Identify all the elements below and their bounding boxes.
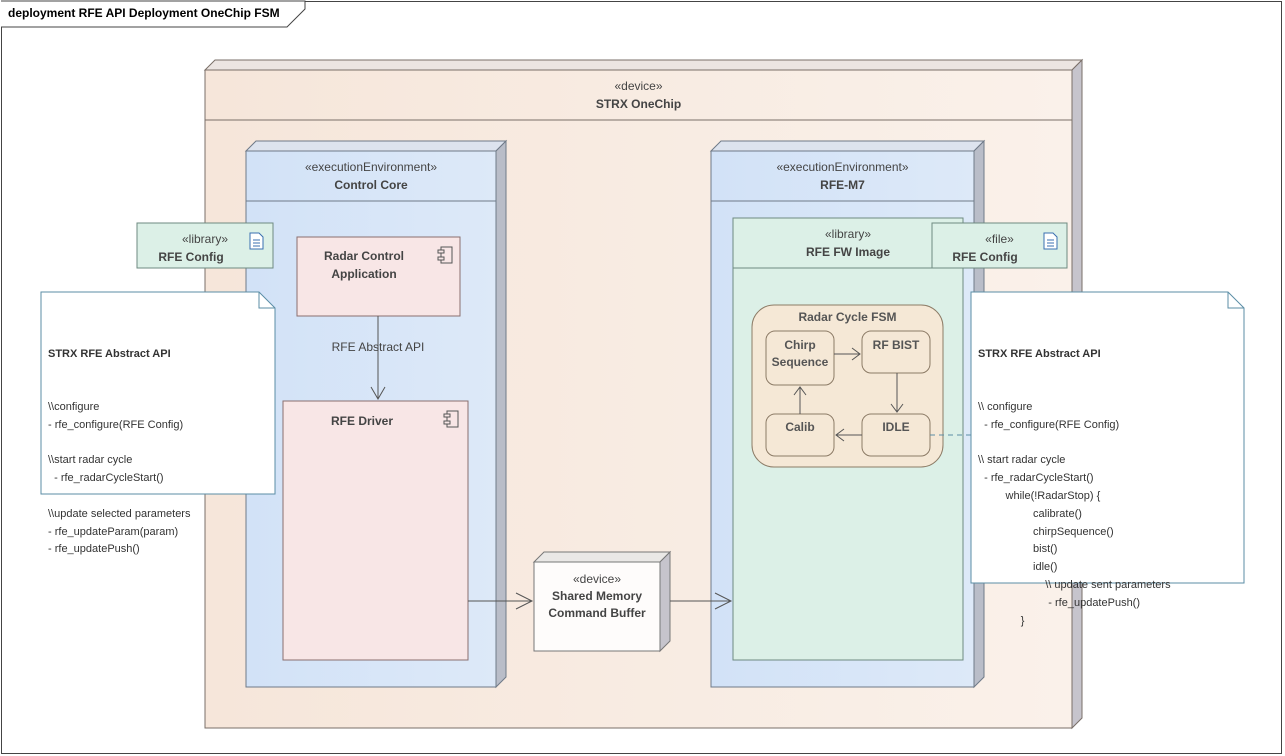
rfe-m7-env: «executionEnvironment» RFE-M7 (711, 158, 974, 198)
state-chirp-line1: Chirp (784, 338, 816, 352)
state-idle: IDLE (882, 420, 910, 434)
note-line: - rfe_radarCycleStart() (978, 472, 1094, 485)
control-core-stereotype: «executionEnvironment» (304, 160, 438, 174)
note-line: bist() (978, 543, 1058, 556)
note-line: - rfe_configure(RFE Config) (978, 418, 1120, 431)
note-line: while(!RadarStop) { (978, 489, 1101, 502)
note-right-title: STRX RFE Abstract API (978, 347, 1101, 360)
state-chirp-box (765, 330, 835, 386)
rfe-fw-image-name: RFE FW Image (805, 245, 890, 259)
radar-control-app-line2: Application (331, 267, 397, 281)
note-left-body: \\configure - rfe_configure(RFE Config) \\… (48, 399, 190, 559)
note-line (48, 488, 190, 506)
rfe-config-library: «library» RFE Config (137, 223, 273, 268)
note-line: idle() (978, 561, 1058, 574)
note-left: STRX RFE Abstract API \\configure - rfe_c… (48, 310, 190, 577)
note-line (48, 435, 190, 453)
note-line: \\update selected parameters (48, 507, 191, 520)
note-line: chirpSequence() (978, 525, 1114, 538)
note-right-shape (970, 291, 1245, 584)
control-core-env: «executionEnvironment» Control Core (246, 158, 496, 198)
fsm-transitions (793, 347, 904, 442)
connectors (370, 316, 733, 610)
state-calib: Calib (785, 420, 815, 434)
shared-memory-stereotype: «device» (572, 572, 622, 586)
note-line: \\ configure (978, 400, 1033, 413)
frame-title-tab (1, 0, 306, 28)
radar-cycle-fsm-title: Radar Cycle FSM (798, 310, 897, 324)
note-line: calibrate() (978, 507, 1082, 520)
rfe-fw-image: «library» RFE FW Image (733, 225, 963, 265)
rfe-config-file-name: RFE Config (952, 250, 1018, 264)
onechip-stereotype: «device» (614, 79, 663, 93)
radar-control-app: Radar Control Application (297, 237, 460, 316)
note-line: - rfe_radarCycleStart() (48, 472, 164, 485)
rfe-abstract-api-label: RFE Abstract API (331, 340, 425, 354)
radar-control-app-box (296, 236, 461, 317)
rfe-config-file-stereotype: «file» (985, 232, 1014, 246)
diagram-title: deployment RFE API Deployment OneChip FS… (8, 6, 280, 20)
rfe-m7-name: RFE-M7 (820, 178, 865, 192)
note-right: STRX RFE Abstract API \\ configure - rfe… (978, 310, 1171, 648)
component-icon (443, 410, 459, 428)
document-icon (1043, 232, 1058, 250)
rfe-config-file: «file» RFE Config (932, 223, 1067, 268)
rfe-driver-box (282, 400, 469, 661)
state-rfbist-box (861, 330, 931, 374)
rfe-m7-stereotype: «executionEnvironment» (776, 160, 909, 174)
state-chirp-line2: Sequence (771, 355, 829, 369)
state-rf-bist: RF BIST (872, 338, 920, 352)
note-line: } (978, 614, 1025, 627)
shared-memory-line2: Command Buffer (548, 606, 646, 620)
note-line: - rfe_configure(RFE Config) (48, 418, 184, 431)
control-core-name: Control Core (334, 178, 408, 192)
shared-memory-3d (532, 550, 672, 653)
note-line: \\start radar cycle (48, 454, 133, 467)
state-chirp-sequence: Chirp Sequence (766, 337, 834, 371)
onechip-device: «device» STRX OneChip (205, 78, 1072, 118)
note-line (978, 435, 1171, 453)
note-line: \\ update sent parameters (978, 578, 1171, 591)
rfe-driver: RFE Driver (283, 401, 468, 660)
shared-memory-device: «device» Shared Memory Command Buffer (534, 571, 660, 641)
rfe-driver-name: RFE Driver (330, 414, 394, 428)
note-left-shape (40, 291, 276, 495)
radar-control-app-line1: Radar Control (323, 249, 404, 263)
component-icon (437, 246, 453, 264)
note-line: - rfe_updateParam(param) (48, 525, 179, 538)
shared-memory-line1: Shared Memory (551, 589, 643, 603)
rfe-config-library-stereotype: «library» (181, 232, 229, 246)
note-line: - rfe_updatePush() (978, 596, 1141, 609)
document-icon (249, 232, 264, 250)
note-left-title: STRX RFE Abstract API (48, 347, 171, 360)
note-line: \\configure (48, 400, 100, 413)
onechip-name: STRX OneChip (595, 97, 682, 111)
note-line: - rfe_updatePush() (48, 543, 140, 556)
note-right-body: \\ configure - rfe_configure(RFE Config)… (978, 399, 1171, 630)
rfe-config-library-name: RFE Config (158, 250, 224, 264)
note-line: \\ start radar cycle (978, 454, 1066, 467)
rfe-fw-image-stereotype: «library» (824, 227, 872, 241)
